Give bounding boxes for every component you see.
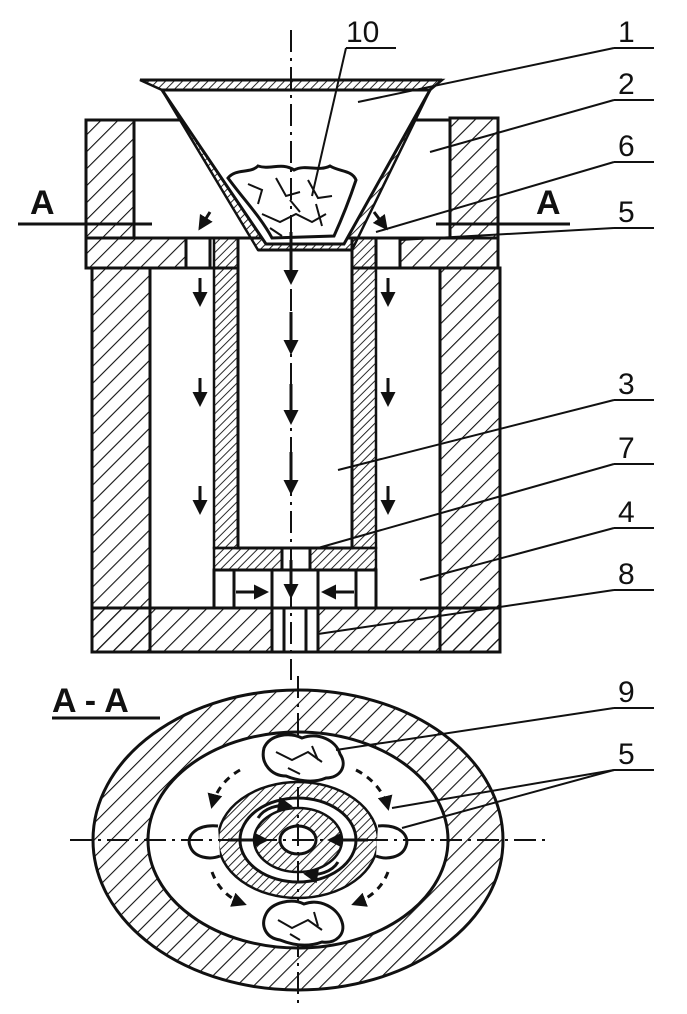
charge-lump-bottom [262, 899, 345, 947]
section-mark-left: A [30, 184, 55, 222]
section-title: A - A [52, 682, 129, 720]
callout-6: 6 [618, 130, 635, 163]
callout-10: 10 [346, 16, 379, 49]
callout-2: 2 [618, 68, 635, 101]
charge-material [226, 164, 358, 240]
callout-1: 1 [618, 16, 635, 49]
callout-9: 9 [618, 676, 635, 709]
side-flow-arrows [192, 211, 396, 600]
section-line-a-a: A A [18, 184, 570, 226]
inner-retort-tube [212, 236, 378, 572]
callout-5-section: 5 [618, 738, 635, 771]
vertical-section-view: A A [18, 30, 570, 680]
feed-hopper [139, 78, 446, 252]
bottom-mixing-chamber [212, 568, 378, 654]
callouts: 1 2 6 5 3 7 4 8 9 5 [311, 16, 654, 829]
cross-section-view: A - A [52, 676, 545, 1005]
callout-5: 5 [618, 196, 635, 229]
gas-port-left [184, 236, 212, 270]
callout-4: 4 [618, 496, 635, 529]
section-mark-right: A [536, 184, 561, 222]
port-lobe-right [375, 824, 409, 860]
circulation-arrows [207, 768, 393, 907]
charge-lump-top [261, 733, 345, 783]
port-lobe-left [187, 824, 221, 860]
callout-8: 8 [618, 558, 635, 591]
gas-port-right [374, 236, 402, 270]
callout-3: 3 [618, 368, 635, 401]
callout-7: 7 [618, 432, 635, 465]
